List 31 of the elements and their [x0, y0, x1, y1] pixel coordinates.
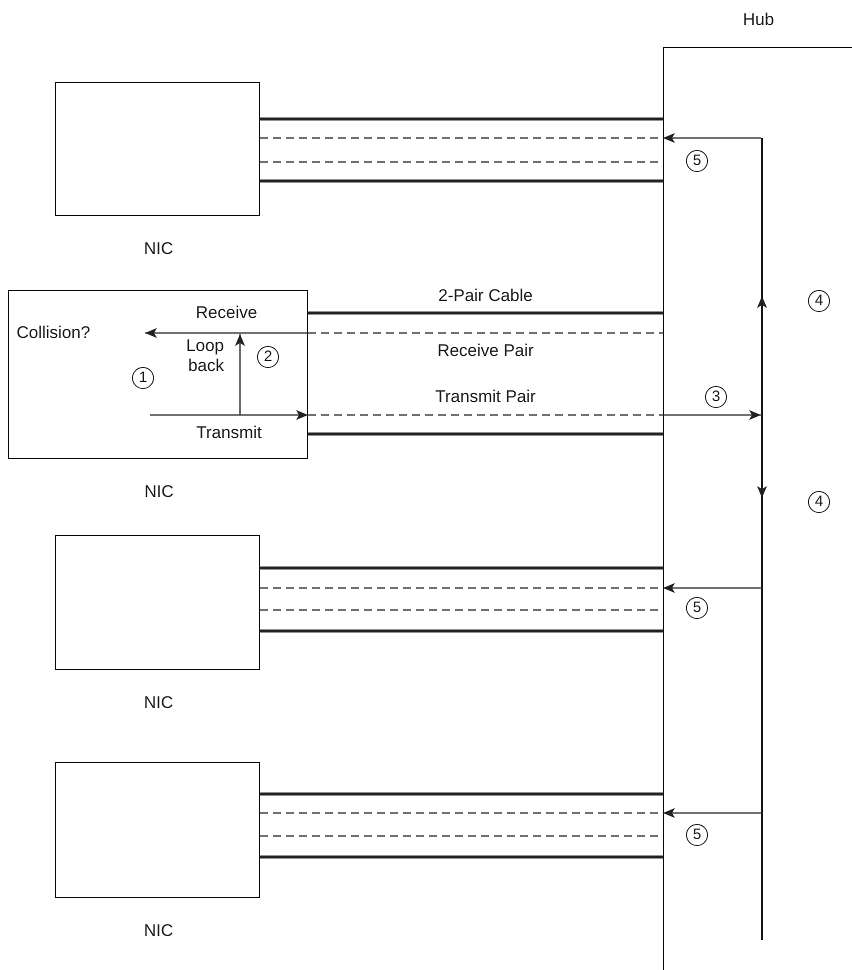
nic-label: NIC: [143, 482, 175, 502]
signal-arrow: [145, 328, 308, 338]
signal-arrow: [150, 410, 308, 420]
nic-label: NIC: [142, 693, 174, 713]
callout-number: 1: [132, 367, 154, 389]
signal-arrow: [663, 133, 761, 143]
nic-label: NIC: [142, 921, 174, 941]
signal-arrow: [663, 808, 761, 818]
callout-number: 3: [705, 386, 727, 408]
wire-pair-line: [308, 414, 663, 416]
callout-number: 5: [686, 824, 708, 846]
signal-arrow: [663, 583, 761, 593]
cable-line: [260, 180, 663, 182]
annotation-text: Loop back: [185, 336, 224, 376]
cable-line: [260, 118, 663, 120]
signal-arrow: [663, 410, 761, 420]
cable-line: [308, 432, 663, 436]
cable-line: [260, 792, 663, 796]
callout-number: 5: [686, 150, 708, 172]
cable-line: [260, 856, 663, 858]
status-text: Collision?: [16, 322, 90, 344]
callout-number: 5: [686, 597, 708, 619]
cable-line: [308, 312, 663, 314]
wire-pair-line: [308, 332, 663, 334]
cable-line: [260, 630, 663, 632]
callout-number: 4: [808, 290, 830, 312]
nic-label: NIC: [142, 239, 174, 259]
callout-number: 2: [257, 346, 279, 368]
hub-label: Hub: [742, 10, 776, 30]
callout-number: 4: [808, 491, 830, 513]
cable-line: [260, 566, 663, 570]
